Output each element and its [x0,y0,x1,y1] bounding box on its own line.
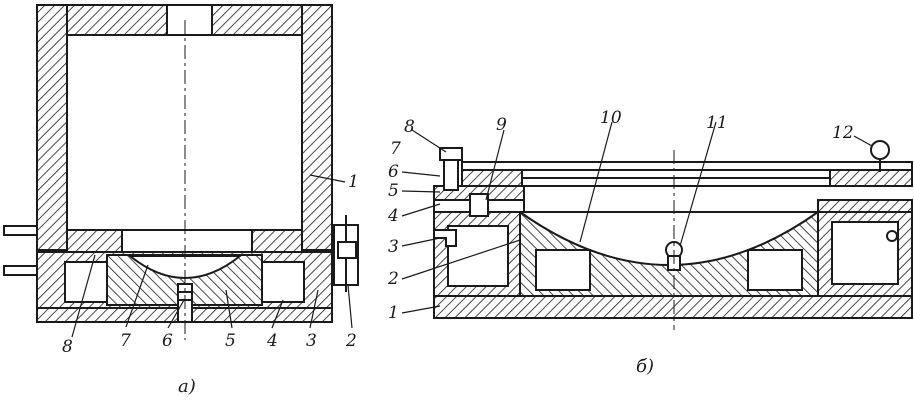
callout-b-11: 11 [706,113,728,133]
callout-b-2: 2 [387,269,399,289]
callout-b-10: 10 [600,108,622,128]
callout-a-6: 6 [162,331,173,351]
caption-b: б) [636,356,654,377]
callout-a-2: 2 [345,331,357,351]
callout-b-4: 4 [387,206,399,226]
callout-a-8: 8 [62,337,73,357]
callout-a-4: 4 [266,331,278,351]
callout-a-3: 3 [306,331,317,351]
callout-a-5: 5 [225,331,236,351]
callout-b-3: 3 [388,237,399,257]
callout-b-8: 8 [404,117,415,137]
caption-a: а) [178,376,196,397]
callout-b-9: 9 [496,115,507,135]
figure-a-labels: 1 2 3 4 5 6 7 8 а) [62,172,359,397]
figure-b [401,121,913,330]
figure-a [3,4,359,340]
figure-b-labels: 1 2 3 4 5 6 7 8 9 10 11 12 б) [387,108,854,377]
callout-b-6: 6 [388,162,399,182]
callout-b-1: 1 [388,303,399,323]
callout-b-7: 7 [390,139,401,159]
callout-b-12: 12 [832,123,854,143]
callout-a-1: 1 [348,172,359,192]
callout-a-7: 7 [120,331,131,351]
callout-b-5: 5 [388,181,399,201]
